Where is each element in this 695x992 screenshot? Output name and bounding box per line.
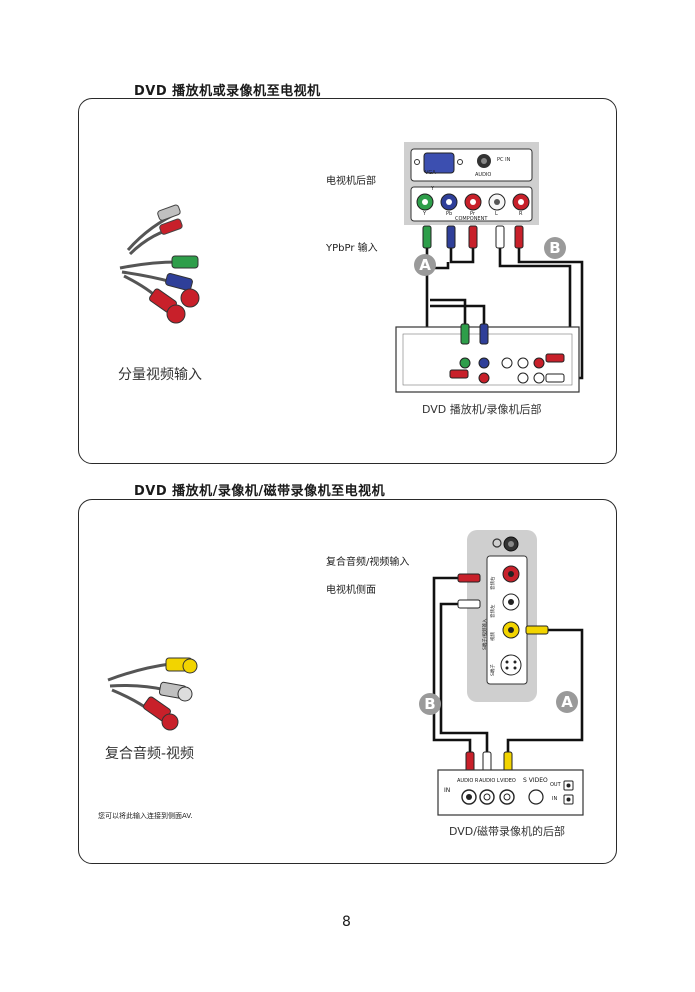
ypbpr-label: YPbPr 输入 — [326, 243, 378, 254]
component-cable-illustration — [119, 204, 200, 324]
composite-cable-illustration — [107, 657, 198, 731]
side-audio-l-label: 音频左 — [491, 604, 496, 619]
section2-title: DVD 播放机/录像机/磁带录像机至电视机 — [134, 484, 386, 499]
side-video-label: 视频 — [491, 632, 496, 641]
composite-av-label: 复合音频-视频 — [105, 746, 195, 762]
vcr-in2-label: IN — [552, 796, 558, 802]
y-label-top: Y — [431, 186, 435, 192]
tv-side-label: 电视机侧面 — [326, 585, 376, 596]
badge-a-2: A — [556, 691, 578, 713]
section1-title: DVD 播放机或录像机至电视机 — [134, 84, 321, 99]
side-av-note: 您可以将此输入连接到侧面AV. — [98, 812, 193, 820]
audio-label: AUDIO — [475, 172, 492, 178]
section1-tv-plugs — [422, 225, 524, 249]
side-av-label: S端子/视频输入 — [483, 618, 488, 650]
vcr-out-label: OUT — [550, 782, 561, 788]
vcr-audio-l-label: AUDIO L — [479, 778, 500, 784]
vga-label: VGA — [425, 170, 436, 176]
component-input-label: 分量视频输入 — [118, 367, 202, 383]
vcr-in-label: IN — [444, 787, 451, 794]
vcr-s-video-label: S VIDEO — [523, 777, 548, 784]
pr-label: Pr — [470, 211, 475, 217]
r-label: R — [519, 211, 523, 217]
badge-a-1: A — [414, 254, 436, 276]
side-audio-r-label: 音频右 — [491, 576, 496, 591]
pc-in-label: PC IN — [497, 157, 511, 163]
section2-plugs — [457, 573, 549, 773]
dvd-rear-label: DVD 播放机/录像机后部 — [422, 403, 542, 416]
tv-rear-label: 电视机后部 — [326, 176, 376, 187]
badge-b-2: B — [419, 693, 441, 715]
component-label: COMPONENT — [455, 216, 488, 222]
section2-cables — [432, 576, 584, 752]
side-s-video-label: S端子 — [491, 664, 496, 676]
side-s-video-port — [500, 654, 522, 676]
badge-b-1: B — [544, 237, 566, 259]
dvd-plugs-top — [460, 323, 489, 345]
vcr-rear-label: DVD/磁带录像机的后部 — [449, 825, 565, 838]
page-number: 8 — [342, 914, 351, 930]
vga-port — [423, 152, 455, 174]
av-input-label: 复合音频/视频输入 — [326, 557, 410, 568]
vcr-video-label: VIDEO — [500, 778, 516, 784]
l-label: L — [495, 211, 498, 217]
pb-label: Pb — [446, 211, 453, 217]
y-label: Y — [423, 211, 427, 217]
vcr-audio-r-label: AUDIO R — [457, 778, 479, 784]
